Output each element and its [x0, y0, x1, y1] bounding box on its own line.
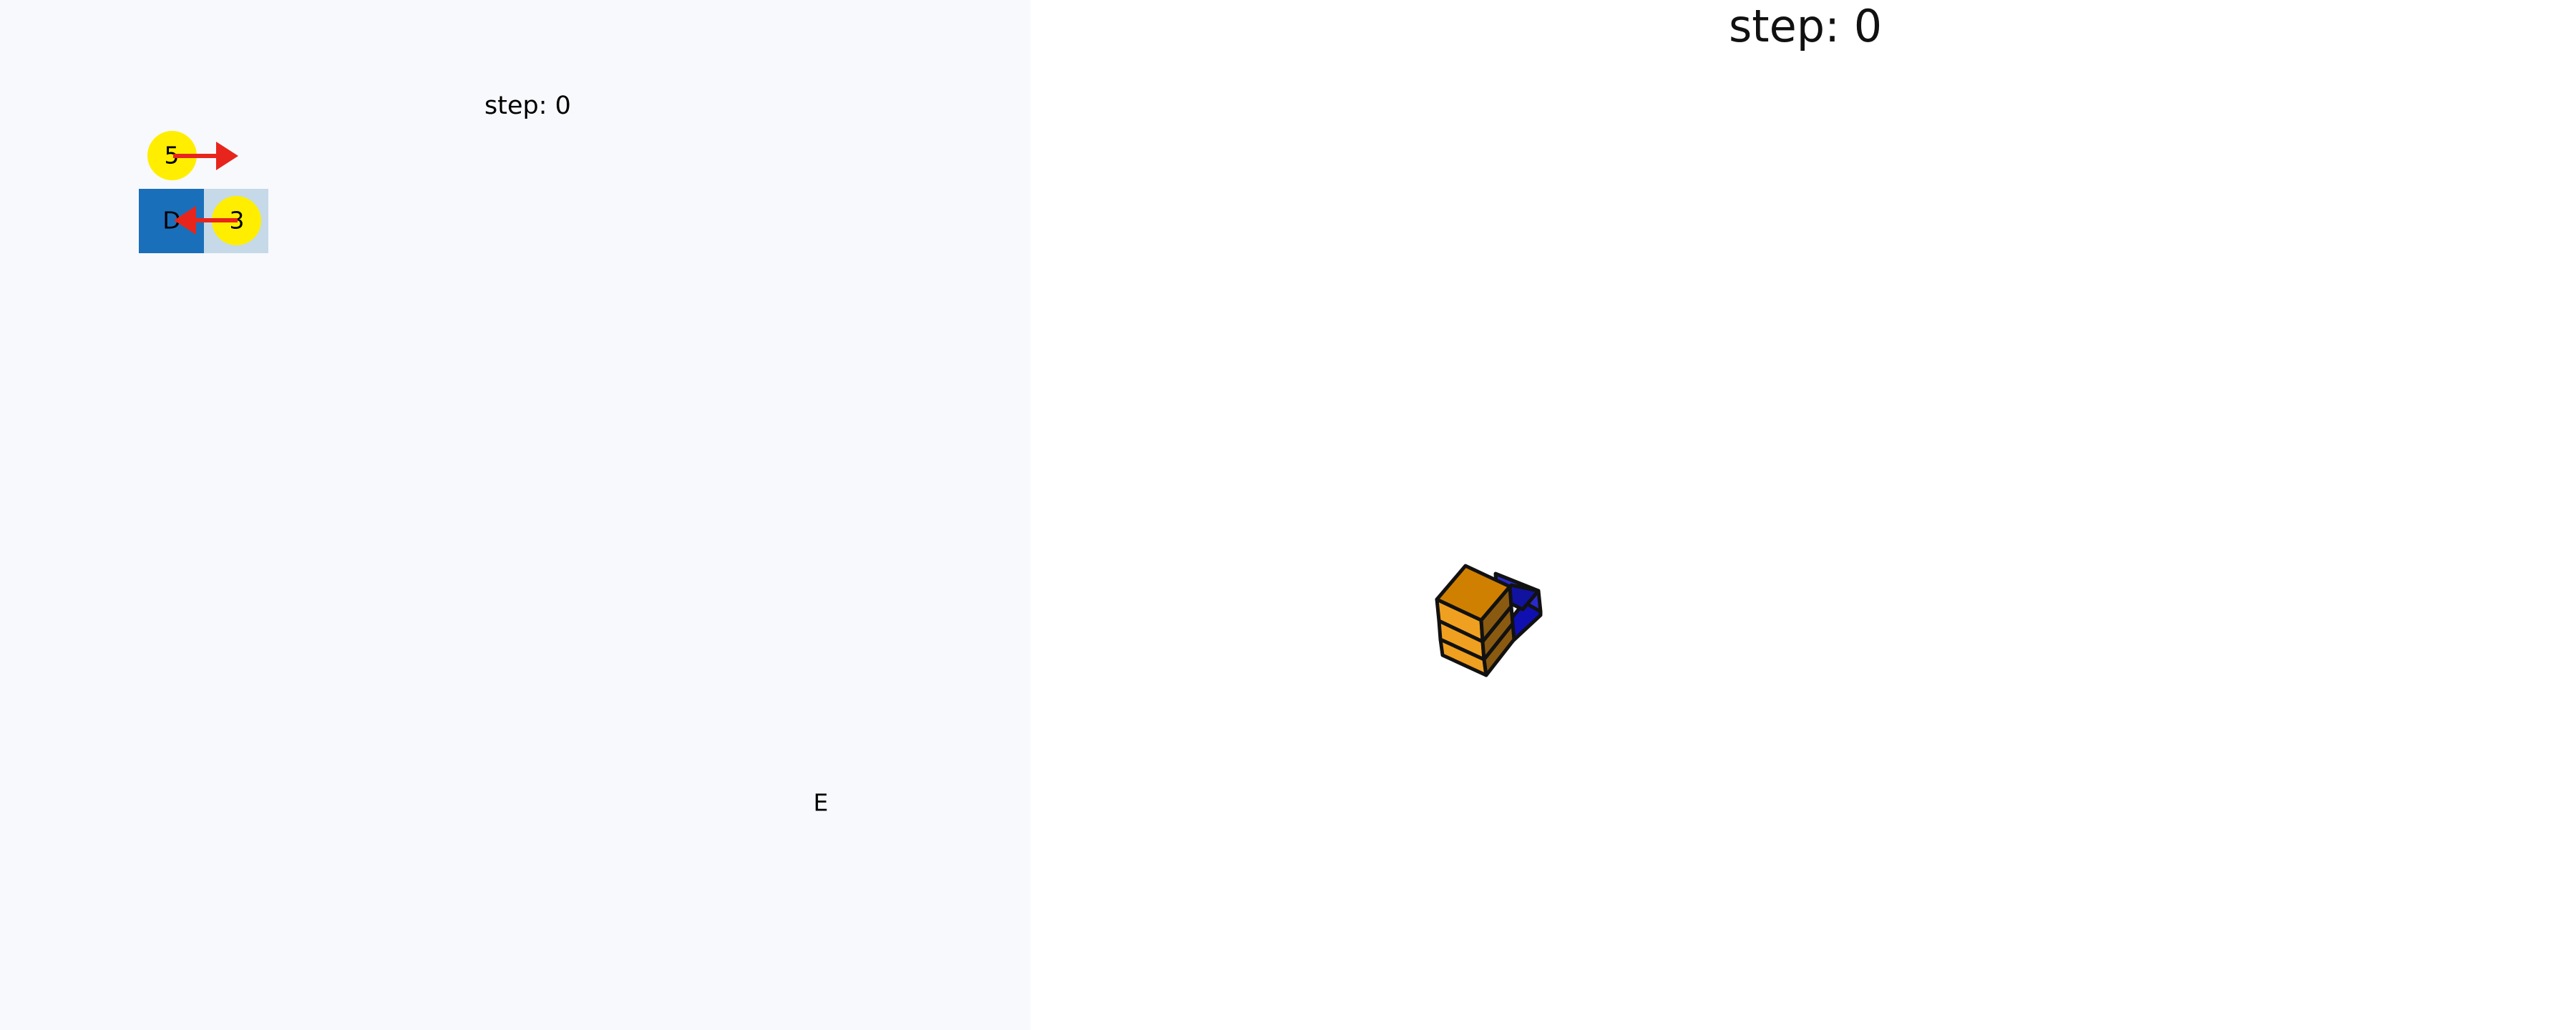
step-counter: step: 0 — [484, 92, 571, 120]
direction-arrows — [173, 142, 238, 235]
orange-stack — [1435, 564, 1516, 677]
isometric-view-panel — [1030, 0, 2576, 1030]
exit-label: E — [813, 788, 829, 817]
agent-label-5: 5 — [164, 141, 180, 170]
grid-view-panel: step: 0 D 5 3 E — [0, 0, 1030, 1030]
arrow-left-icon — [174, 206, 238, 235]
step-counter-3d: step: 0 — [1729, 0, 1883, 52]
arrow-right-icon — [173, 142, 238, 170]
